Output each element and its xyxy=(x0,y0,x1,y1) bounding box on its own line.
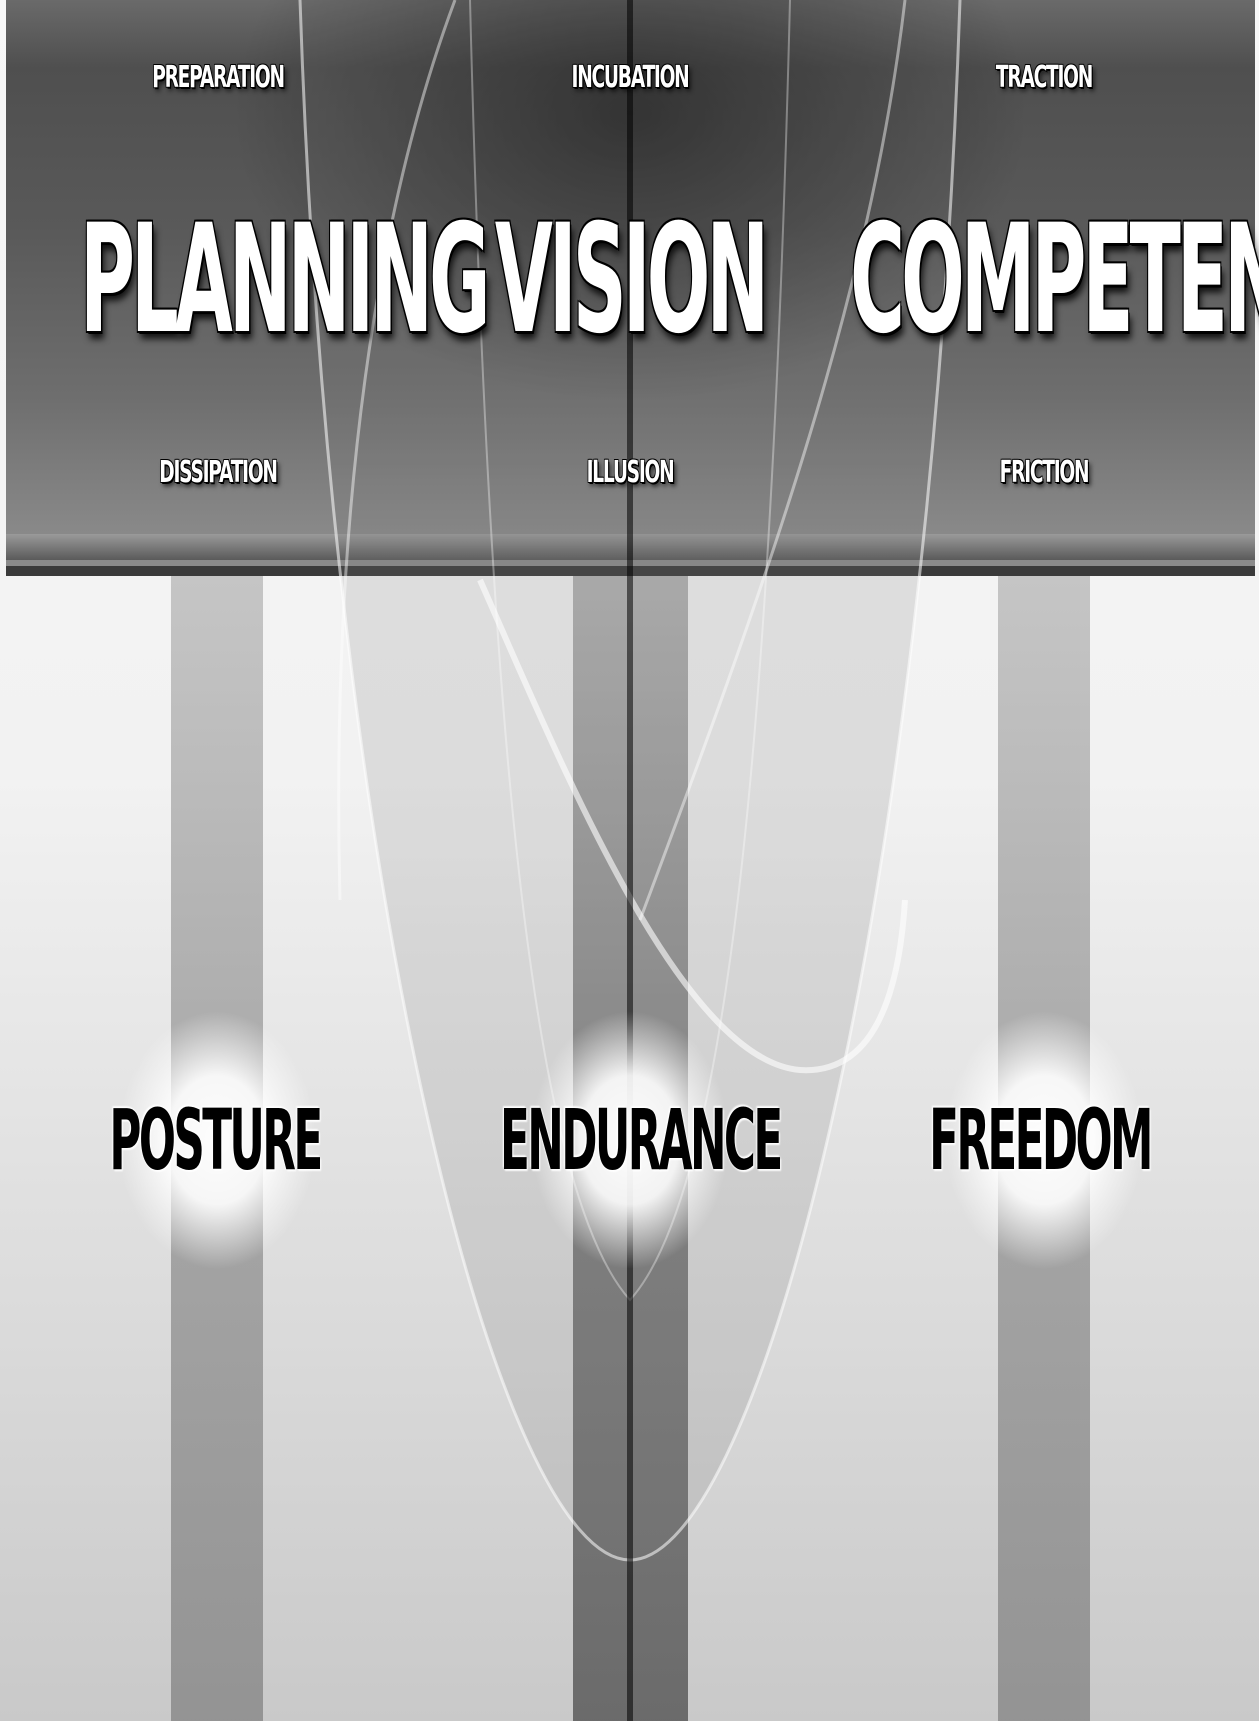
label-dissipation: DISSIPATION xyxy=(150,455,286,490)
label-competence: COMPETENCE xyxy=(850,190,1240,370)
label-preparation: PREPARATION xyxy=(150,60,286,95)
label-friction: FRICTION xyxy=(976,455,1112,490)
label-vision: VISION xyxy=(490,190,770,370)
label-traction: TRACTION xyxy=(976,60,1112,95)
label-posture: POSTURE xyxy=(85,1090,345,1190)
label-endurance: ENDURANCE xyxy=(500,1090,760,1190)
label-illusion: ILLUSION xyxy=(562,455,698,490)
label-planning: PLANNING xyxy=(80,190,360,370)
label-freedom: FREEDOM xyxy=(910,1090,1170,1190)
label-incubation: INCUBATION xyxy=(562,60,698,95)
